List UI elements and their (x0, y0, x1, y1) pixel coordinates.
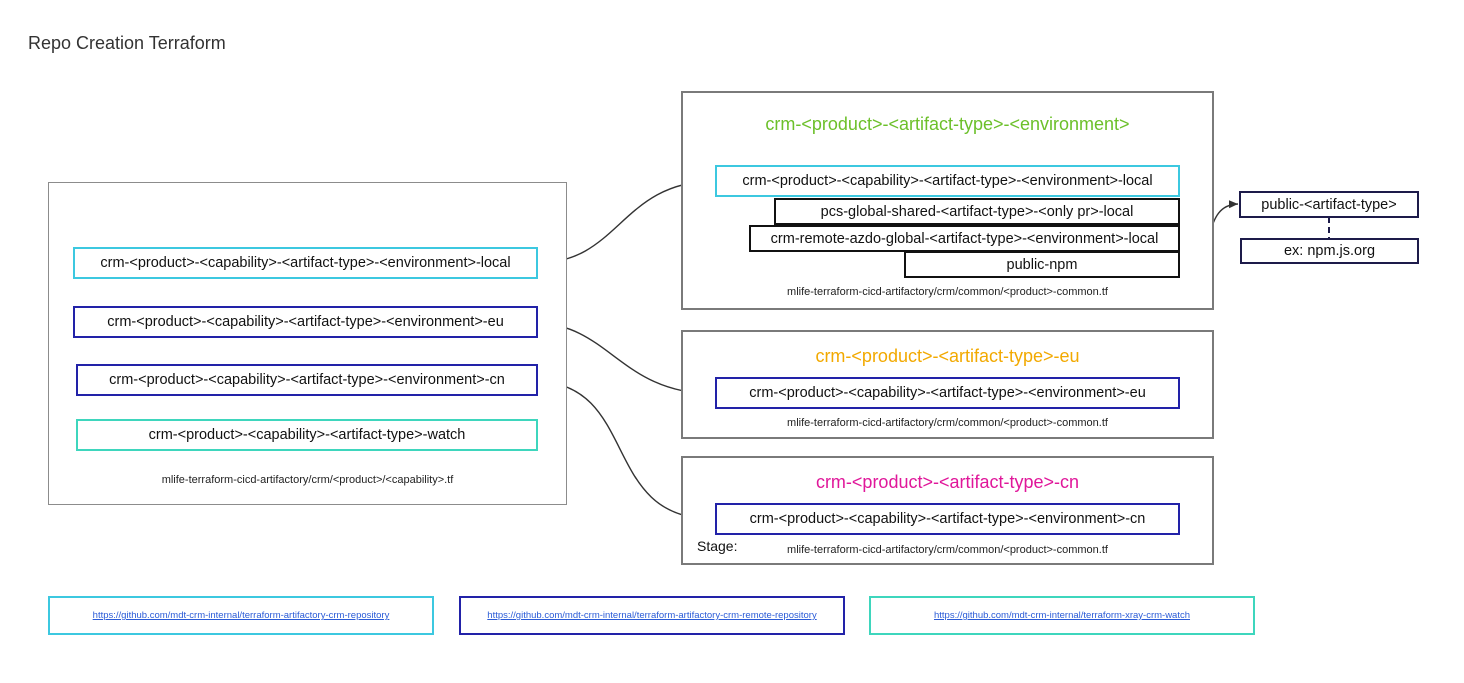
capability-eu-node[interactable]: crm-<product>-<capability>-<artifact-typ… (73, 306, 538, 338)
remote-azdo-node[interactable]: crm-remote-azdo-global-<artifact-type>-<… (749, 225, 1180, 252)
xray-watch-link-box: https://github.com/mdt-crm-internal/terr… (869, 596, 1255, 635)
capability-caption: mlife-terraform-cicd-artifactory/crm/<pr… (161, 474, 454, 486)
repository-link-box: https://github.com/mdt-crm-internal/terr… (48, 596, 434, 635)
pcs-global-node[interactable]: pcs-global-shared-<artifact-type>-<only … (774, 198, 1180, 225)
local-group-local-node[interactable]: crm-<product>-<capability>-<artifact-typ… (715, 165, 1180, 197)
local-group-caption: mlife-terraform-cicd-artifactory/crm/com… (787, 286, 1108, 298)
connector-cn (536, 380, 715, 524)
capability-cn-node[interactable]: crm-<product>-<capability>-<artifact-typ… (76, 364, 538, 396)
public-example-node: ex: npm.js.org (1240, 238, 1419, 264)
page-title: Repo Creation Terraform (28, 33, 226, 53)
remote-repository-link-box: https://github.com/mdt-crm-internal/terr… (459, 596, 845, 635)
remote-repository-link[interactable]: https://github.com/mdt-crm-internal/terr… (487, 610, 817, 621)
local-group-heading: crm-<product>-<artifact-type>-<environme… (765, 114, 1130, 134)
capability-frame (48, 182, 567, 505)
eu-group-caption: mlife-terraform-cicd-artifactory/crm/com… (787, 417, 1108, 429)
eu-group-node[interactable]: crm-<product>-<capability>-<artifact-typ… (715, 377, 1180, 409)
capability-watch-node[interactable]: crm-<product>-<capability>-<artifact-typ… (76, 419, 538, 451)
public-npm-node[interactable]: public-npm (904, 251, 1180, 278)
stage-label: Stage: (697, 538, 738, 554)
capability-local-node[interactable]: crm-<product>-<capability>-<artifact-typ… (73, 247, 538, 279)
cn-group-node[interactable]: crm-<product>-<capability>-<artifact-typ… (715, 503, 1180, 535)
public-artifact-node[interactable]: public-<artifact-type> (1239, 191, 1419, 218)
cn-group-heading: crm-<product>-<artifact-type>-cn (815, 472, 1080, 492)
xray-watch-link[interactable]: https://github.com/mdt-crm-internal/terr… (933, 610, 1191, 621)
repository-link[interactable]: https://github.com/mdt-crm-internal/terr… (92, 610, 390, 621)
cn-group-caption: mlife-terraform-cicd-artifactory/crm/com… (787, 544, 1108, 556)
eu-group-heading: crm-<product>-<artifact-type>-eu (815, 346, 1080, 366)
